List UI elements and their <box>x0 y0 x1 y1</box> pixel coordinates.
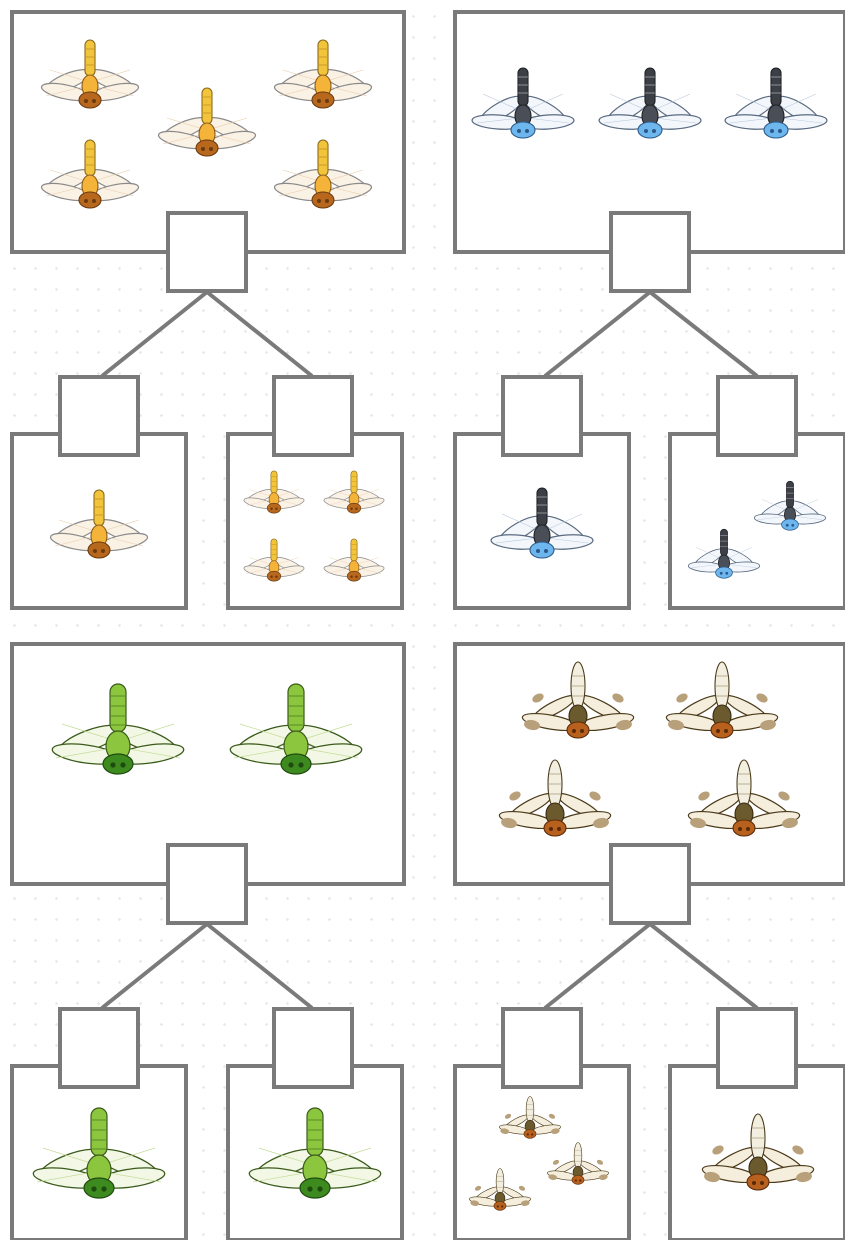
left-part-answer-box[interactable] <box>501 375 583 457</box>
left-part-answer-box[interactable] <box>58 375 140 457</box>
whole-answer-box[interactable] <box>609 843 691 925</box>
whole-answer-box[interactable] <box>166 843 248 925</box>
number-bond-orange <box>10 10 406 610</box>
whole-answer-box[interactable] <box>166 211 248 293</box>
left-part-answer-box[interactable] <box>58 1007 140 1089</box>
bond-connector <box>205 290 314 378</box>
number-bond-green <box>10 642 406 1240</box>
right-part-answer-box[interactable] <box>716 375 798 457</box>
right-part-answer-box[interactable] <box>716 1007 798 1089</box>
bond-connector <box>648 922 759 1010</box>
right-part-answer-box[interactable] <box>272 1007 354 1089</box>
bond-connector <box>543 290 652 378</box>
bond-connector <box>648 290 759 378</box>
bond-connector <box>205 922 314 1010</box>
left-part-panel <box>453 1064 631 1240</box>
number-bond-brown <box>453 642 845 1240</box>
whole-answer-box[interactable] <box>609 211 691 293</box>
right-part-answer-box[interactable] <box>272 375 354 457</box>
bond-connector <box>100 922 209 1010</box>
left-part-answer-box[interactable] <box>501 1007 583 1089</box>
right-part-panel <box>226 432 404 610</box>
bond-connector <box>100 290 209 378</box>
bond-connector <box>543 922 652 1010</box>
